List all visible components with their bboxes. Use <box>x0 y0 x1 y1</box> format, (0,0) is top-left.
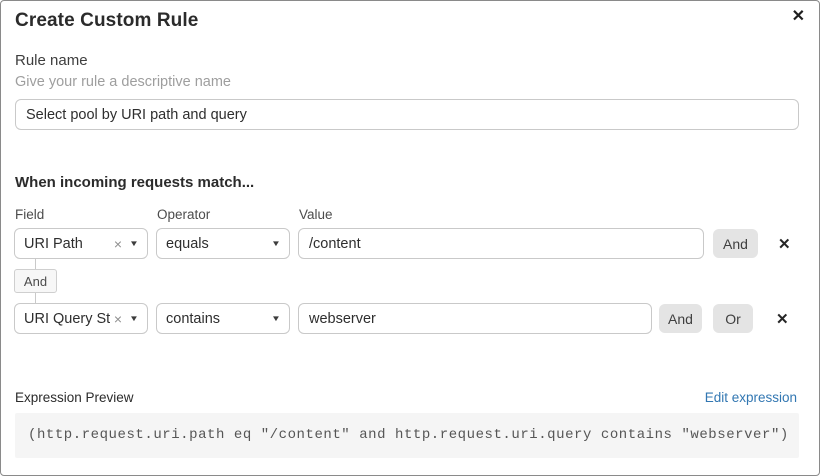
edit-expression-link[interactable]: Edit expression <box>704 390 797 405</box>
field-select-value: URI Query St... <box>24 310 110 327</box>
joiner-line-top <box>35 259 36 269</box>
or-button[interactable]: Or <box>713 304 753 333</box>
expression-preview-box: (http.request.uri.path eq "/content" and… <box>15 413 799 458</box>
chevron-down-icon: ▼ <box>129 238 139 248</box>
rule-name-helper: Give your rule a descriptive name <box>15 74 231 90</box>
clear-icon[interactable]: × <box>113 310 123 327</box>
match-section-heading: When incoming requests match... <box>15 174 255 191</box>
field-select[interactable]: URI Path × ▼ <box>14 228 148 259</box>
operator-select-value: equals <box>166 235 209 252</box>
delete-row-icon[interactable]: ✕ <box>776 311 789 328</box>
chevron-down-icon: ▼ <box>271 238 281 248</box>
clear-icon[interactable]: × <box>113 235 123 252</box>
operator-select[interactable]: equals ▼ <box>156 228 290 259</box>
field-select[interactable]: URI Query St... × ▼ <box>14 303 148 334</box>
operator-select-value: contains <box>166 310 221 327</box>
column-label-operator: Operator <box>157 207 211 222</box>
chevron-down-icon: ▼ <box>271 313 281 323</box>
value-input[interactable] <box>298 228 704 259</box>
field-select-value: URI Path <box>24 235 83 252</box>
column-label-field: Field <box>15 207 45 222</box>
dialog-title: Create Custom Rule <box>15 10 199 31</box>
and-button[interactable]: And <box>713 229 758 258</box>
expression-preview-text: (http.request.uri.path eq "/content" and… <box>28 427 789 443</box>
rule-name-label: Rule name <box>15 52 88 69</box>
joiner-line-bottom <box>35 293 36 303</box>
expression-preview-label: Expression Preview <box>15 390 134 405</box>
value-input[interactable] <box>298 303 652 334</box>
and-connector-badge: And <box>14 269 57 293</box>
rule-name-input[interactable] <box>15 99 799 130</box>
delete-row-icon[interactable]: ✕ <box>778 236 791 253</box>
close-icon[interactable]: ✕ <box>791 8 805 25</box>
and-button[interactable]: And <box>659 304 702 333</box>
operator-select[interactable]: contains ▼ <box>156 303 290 334</box>
chevron-down-icon: ▼ <box>129 313 139 323</box>
column-label-value: Value <box>299 207 333 222</box>
